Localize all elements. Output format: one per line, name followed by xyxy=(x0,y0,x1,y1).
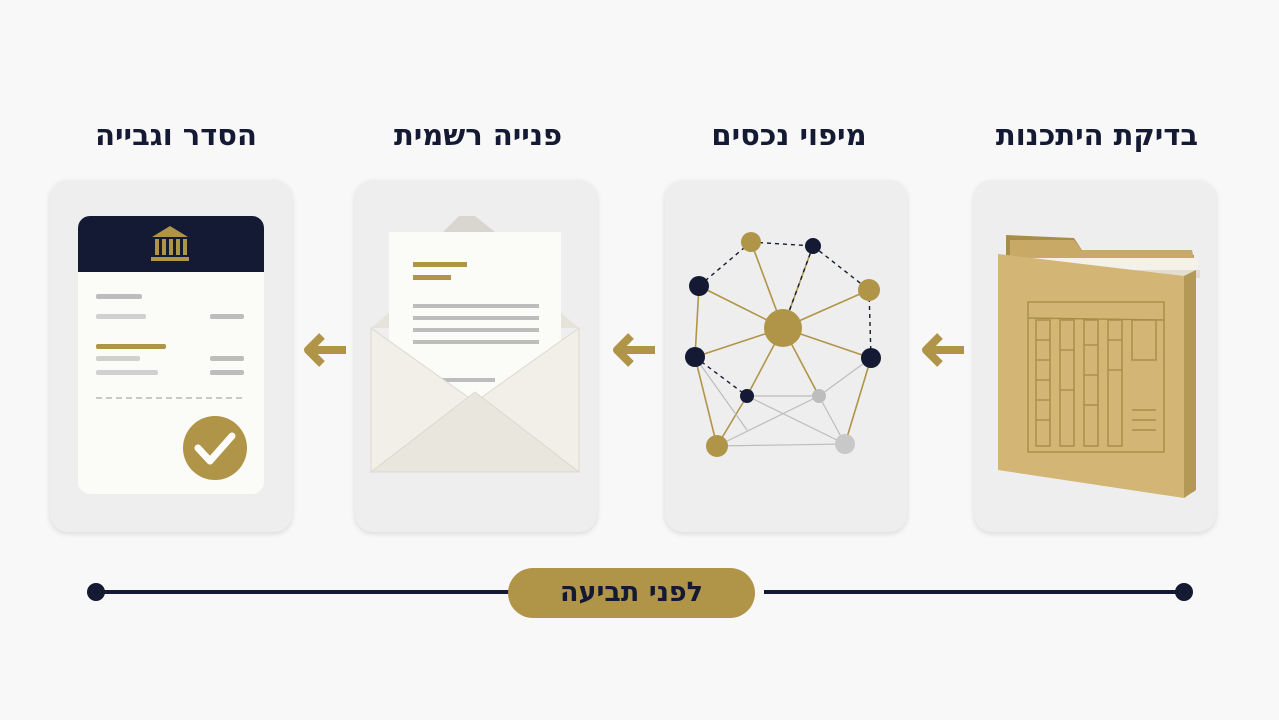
bank-receipt-icon xyxy=(78,216,264,494)
step-title-feasibility: בדיקת היתכנות xyxy=(995,118,1199,152)
step-card-formal-notice xyxy=(355,180,597,532)
arrow-left-icon xyxy=(304,333,346,367)
step-title-asset-mapping: מיפוי נכסים xyxy=(711,118,867,152)
step-card-asset-mapping xyxy=(665,180,907,532)
timeline-start-dot xyxy=(1175,583,1193,601)
timeline-line xyxy=(87,583,1193,601)
folder-icon xyxy=(998,235,1200,498)
arrow-left-icon xyxy=(922,333,964,367)
envelope-icon xyxy=(369,216,581,473)
timeline-end-dot xyxy=(87,583,105,601)
step-title-settlement: הסדר וגבייה xyxy=(95,118,257,152)
step-card-settlement xyxy=(50,180,292,532)
network-icon xyxy=(685,232,881,457)
step-title-formal-notice: פנייה רשמית xyxy=(393,118,563,152)
step-card-feasibility xyxy=(974,180,1216,532)
check-icon xyxy=(183,416,247,480)
arrow-left-icon xyxy=(613,333,655,367)
timeline-label: לפני תביעה xyxy=(508,568,755,618)
